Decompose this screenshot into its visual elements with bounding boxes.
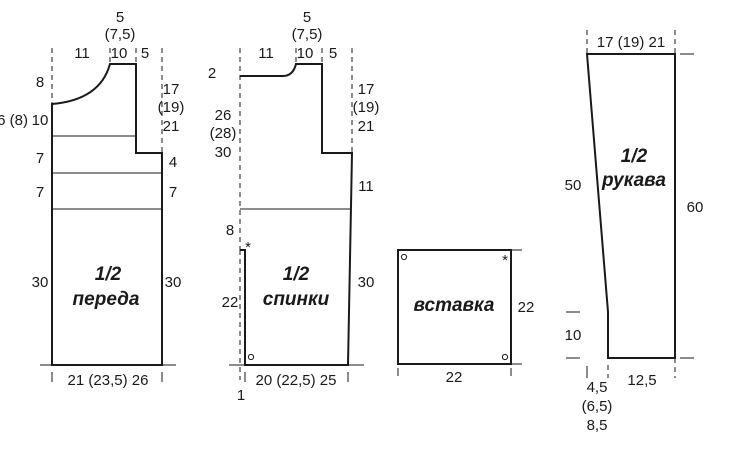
back-title-line1: 1/2: [283, 264, 310, 285]
front-bottom-width: 21 (23,5) 26: [68, 372, 149, 389]
sleeve-title-line1: 1/2: [621, 146, 648, 167]
insert-piece: * вставка 22 22: [397, 249, 535, 386]
front-right-height-a-alt: (19): [158, 99, 185, 116]
sleeve-bottom-width: 12,5: [627, 372, 656, 389]
front-title-line2: переда: [73, 289, 140, 310]
front-piece: 5 (7,5) 11 10 5 8 6 (8) 10 7 7 30 17 (19…: [0, 9, 184, 389]
back-bottom-width: 20 (22,5) 25: [256, 372, 337, 389]
sleeve-bottom-offset-a: 4,5: [587, 379, 608, 396]
back-left-height-a: 26: [215, 107, 232, 124]
back-title-line2: спинки: [263, 289, 330, 310]
back-shoulder-left: 11: [258, 45, 274, 62]
insert-star: *: [502, 252, 508, 269]
sleeve-title-line2: рукава: [601, 170, 666, 191]
front-neck-width: 5: [116, 9, 124, 26]
front-left-height-b-2: 10: [32, 112, 49, 129]
back-bottom-offset: 1: [237, 387, 245, 404]
front-neck-width-alt: (7,5): [105, 26, 136, 43]
back-neck-top-seg: 10: [297, 45, 314, 62]
sleeve-top-width: 17 (19) 21: [597, 34, 665, 51]
sleeve-bottom-offset-b: (6,5): [582, 398, 613, 415]
sleeve-right-height: 60: [687, 199, 704, 216]
back-neck-width-alt: (7,5): [292, 26, 323, 43]
front-left-height-e: 30: [32, 274, 49, 291]
back-right-height-c: 30: [358, 274, 375, 291]
back-left-height-a-alt2: 30: [215, 144, 232, 161]
front-left-height-c: 7: [36, 150, 44, 167]
back-right-height-a: 17: [358, 81, 375, 98]
back-right-height-a-alt: (19): [353, 99, 380, 116]
front-right-height-b: 4: [169, 154, 177, 171]
back-left-height-a-alt: (28): [210, 125, 237, 142]
back-shoulder-right: 5: [329, 45, 337, 62]
insert-height: 22: [518, 299, 535, 316]
front-outline: [51, 63, 163, 366]
back-left-height-c: 22: [222, 294, 239, 311]
back-neck-width: 5: [303, 9, 311, 26]
insert-marker-br: [501, 353, 509, 361]
back-right-height-b: 11: [358, 178, 374, 195]
back-left-height-b: 8: [226, 222, 234, 239]
back-left-top: 2: [208, 65, 216, 82]
sleeve-outline: [585, 53, 676, 359]
insert-width: 22: [446, 369, 463, 386]
back-piece: 5 (7,5) 11 10 5 2 26 (28) 30 8 22 17 (19…: [208, 9, 380, 404]
sleeve-left-height-b: 10: [565, 327, 582, 344]
back-marker-circle: [247, 353, 255, 361]
front-right-height-a-alt2: 21: [163, 118, 180, 135]
insert-outline: [397, 249, 512, 365]
front-left-height-a: 8: [36, 74, 44, 91]
back-outline: [240, 63, 354, 366]
back-right-height-a-alt2: 21: [358, 118, 375, 135]
front-right-height-d: 30: [165, 274, 182, 291]
front-right-height-c: 7: [169, 184, 177, 201]
back-star: *: [245, 239, 251, 256]
sleeve-bottom-offset-c: 8,5: [587, 417, 608, 434]
front-right-height-a: 17: [163, 81, 180, 98]
front-left-height-d: 7: [36, 184, 44, 201]
front-shoulder-left: 11: [74, 45, 90, 62]
sleeve-piece: 17 (19) 21 50 10 60 12,5 4,5 (6,5) 8,5 1…: [565, 30, 704, 434]
front-shoulder-right: 5: [141, 45, 149, 62]
front-title-line1: 1/2: [95, 264, 122, 285]
front-left-height-b: 6 (8): [0, 112, 28, 129]
front-neck-top-seg: 10: [111, 45, 128, 62]
sleeve-left-height-a: 50: [565, 177, 582, 194]
insert-marker-tl: [400, 253, 408, 261]
insert-title: вставка: [414, 295, 495, 316]
